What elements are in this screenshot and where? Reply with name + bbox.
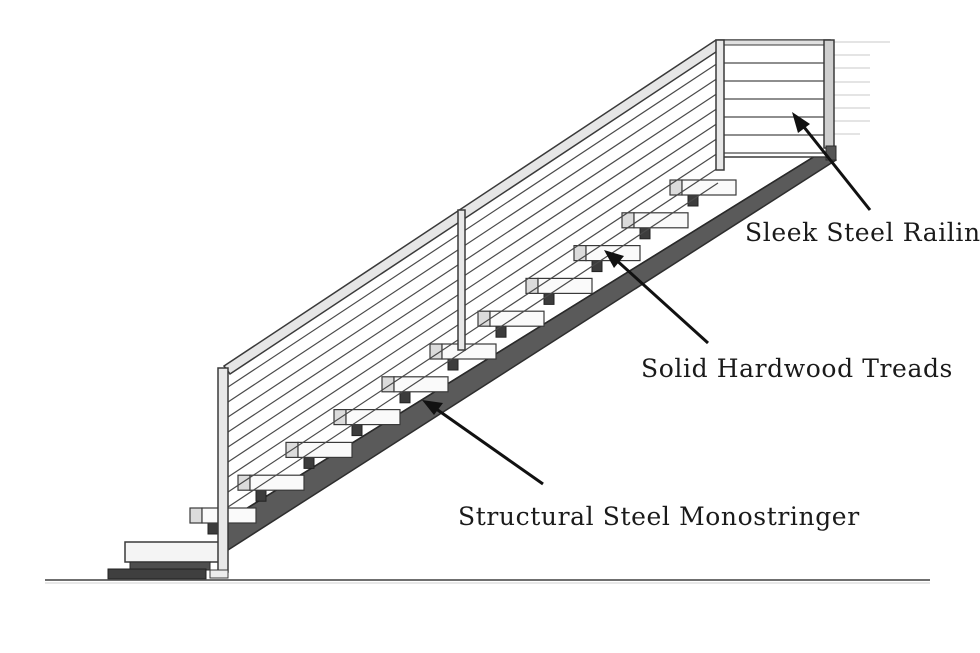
middle-post bbox=[457, 209, 466, 351]
tread bbox=[477, 310, 545, 338]
bottom-post-base bbox=[209, 569, 229, 579]
railing-cables bbox=[227, 62, 719, 508]
bottom-landing bbox=[107, 541, 221, 580]
callout-railing-label: Sleek Steel Railing bbox=[745, 218, 980, 247]
callout-treads-label: Solid Hardwood Treads bbox=[641, 354, 953, 383]
top-post-left bbox=[715, 39, 725, 171]
upper-landing-lines bbox=[832, 41, 890, 135]
arrow-stringer bbox=[431, 404, 544, 486]
arrow-railing bbox=[798, 121, 872, 211]
railing-cable bbox=[227, 107, 719, 433]
hardwood-treads bbox=[189, 179, 737, 535]
arrow-treads bbox=[612, 256, 710, 345]
railing-cable bbox=[227, 137, 719, 463]
railing-cable bbox=[227, 152, 719, 478]
railing-cable bbox=[227, 62, 719, 388]
callout-arrows bbox=[431, 121, 872, 486]
tread bbox=[573, 245, 641, 273]
callout-stringer-label: Structural Steel Monostringer bbox=[458, 502, 860, 531]
top-rail bbox=[222, 38, 724, 376]
top-post-right bbox=[823, 39, 835, 149]
bottom-post bbox=[217, 367, 229, 573]
arrowhead-treads bbox=[604, 250, 624, 268]
railing-cable bbox=[227, 77, 719, 403]
arrowheads bbox=[422, 112, 810, 415]
tread bbox=[237, 474, 305, 502]
landing-guard-top bbox=[717, 39, 835, 46]
stringer-top-edge bbox=[227, 147, 829, 521]
arrowhead-railing bbox=[792, 112, 810, 133]
railing-cable bbox=[227, 182, 719, 508]
tread bbox=[669, 179, 737, 207]
tread bbox=[333, 409, 401, 437]
railing-cable bbox=[227, 122, 719, 448]
railing-cable bbox=[227, 92, 719, 418]
arrowhead-stringer bbox=[422, 400, 443, 415]
steel-monostringer bbox=[227, 146, 838, 552]
tread bbox=[621, 212, 689, 240]
tread bbox=[525, 277, 593, 305]
tread bbox=[189, 507, 257, 535]
railing-cable bbox=[227, 167, 719, 493]
